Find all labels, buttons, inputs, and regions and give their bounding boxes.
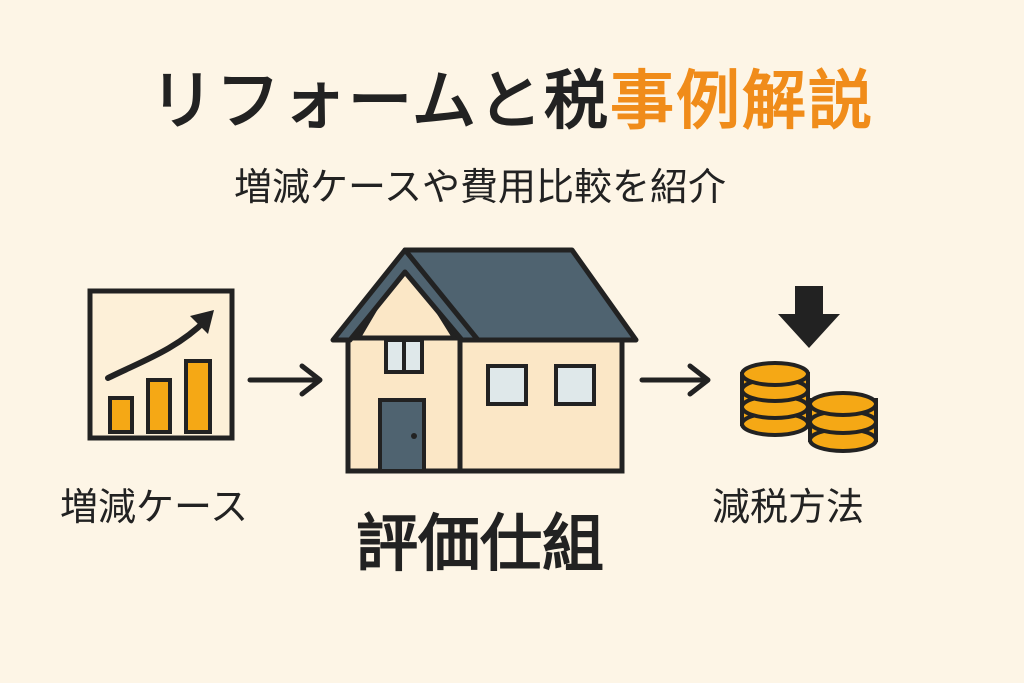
chart-bar-1 (108, 396, 134, 434)
house-window-right (554, 364, 596, 406)
step-label-tax-reduction: 減税方法 (712, 485, 865, 529)
coin-stack-left (740, 361, 810, 437)
house-window-left (486, 364, 528, 406)
step-label-valuation: 評価仕組 (355, 507, 604, 580)
down-arrow-icon (778, 286, 840, 348)
house-roof-edge (330, 247, 481, 343)
page-title: リフォームと税事例解説 (0, 62, 1024, 142)
chart-bar-2 (146, 378, 172, 434)
door-knob (411, 433, 417, 439)
arrow-right-icon-1 (247, 363, 323, 397)
bar-chart-growth-icon (87, 288, 235, 441)
step-label-increase-decrease: 増減ケース (60, 485, 249, 529)
growth-trend-line (105, 317, 209, 381)
title-part-accent: 事例解説 (610, 65, 875, 139)
coins-down-icon (740, 286, 878, 453)
chart-bar-3 (184, 359, 212, 434)
arrow-right-icon-2 (639, 363, 711, 397)
trend-arrow-head (190, 310, 214, 334)
page-subtitle: 増減ケースや費用比較を紹介 (233, 165, 727, 209)
house-icon (330, 247, 639, 474)
house-door (378, 398, 426, 473)
title-part-dark: リフォームと税 (149, 65, 611, 139)
house-side-wall (457, 335, 625, 474)
coin-stack-right (808, 391, 878, 453)
